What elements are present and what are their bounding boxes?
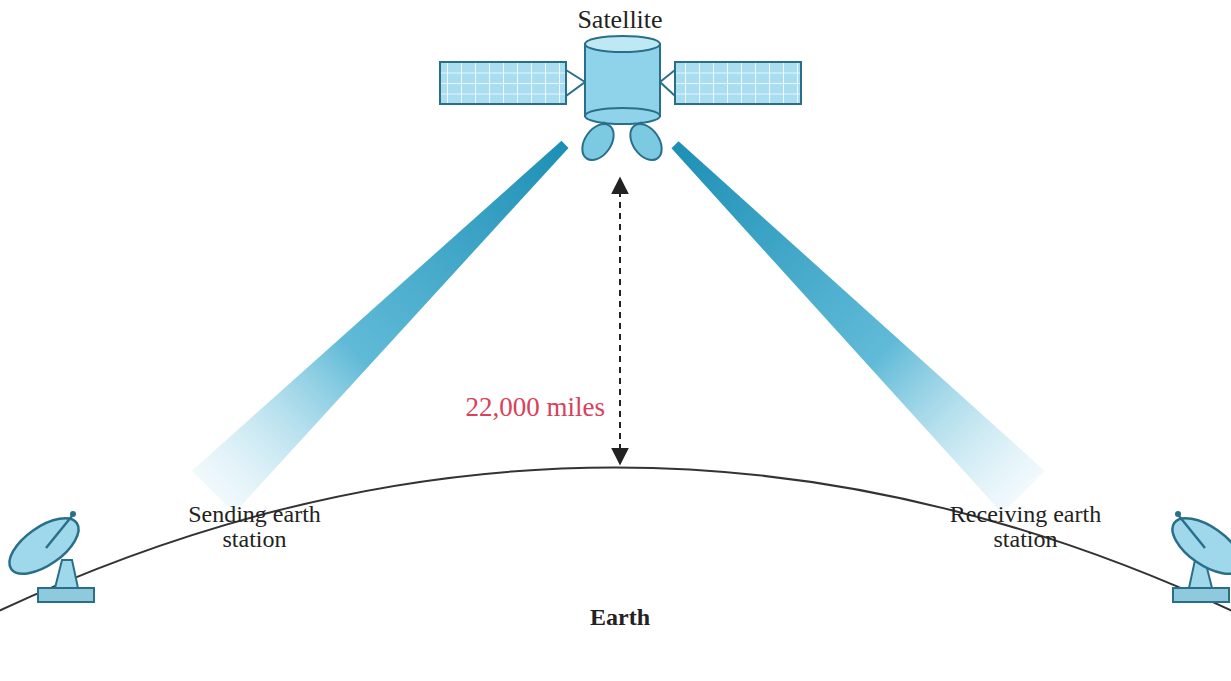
earth-station-node: Sending earth station	[0, 492, 345, 572]
signal-beam	[192, 141, 569, 514]
earth-curve	[0, 468, 1231, 616]
signal-beam	[671, 141, 1044, 513]
satellite-icon	[440, 36, 801, 166]
dish-antenna	[0, 507, 94, 602]
node-label: Satellite	[565, 6, 675, 33]
satellite-node: Satellite	[565, 6, 675, 174]
altitude-label: 22,000 miles	[380, 392, 605, 423]
node-label: Sending earth station	[172, 502, 337, 552]
earth-station-node: Receiving earth station	[898, 492, 1229, 572]
node-label: Receiving earth station	[918, 502, 1133, 552]
altitude-line	[619, 180, 621, 462]
dish-antenna	[1163, 507, 1231, 602]
earth-label: Earth	[560, 604, 680, 631]
